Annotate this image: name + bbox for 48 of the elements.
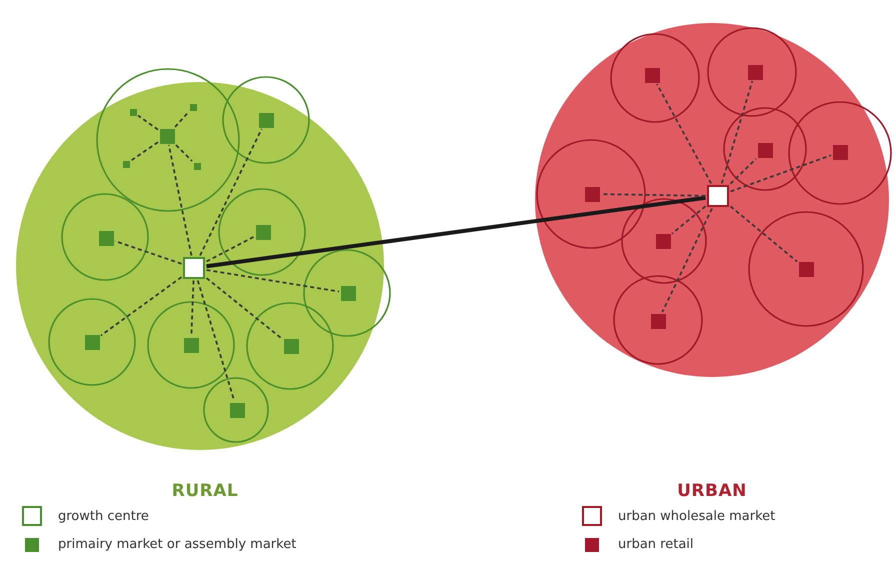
legend-label: growth centre [58, 508, 149, 524]
connector-line [730, 206, 798, 262]
connector-line [600, 193, 706, 197]
catchment-circle [788, 101, 892, 205]
catchment-circle [96, 68, 240, 212]
catchment-circle [613, 275, 703, 365]
catchment-circle [536, 139, 646, 249]
connector-line [196, 280, 236, 402]
catchment-circle [61, 193, 149, 281]
connector-line [720, 80, 754, 184]
connector-line [662, 208, 713, 312]
connector-line [730, 158, 757, 184]
legend-heading: URBAN [677, 481, 747, 501]
connector-line [199, 128, 262, 256]
legend-label: urban retail [618, 537, 694, 552]
legend-heading: RURAL [172, 481, 238, 501]
connector-line [206, 236, 254, 262]
connector-line [206, 269, 340, 292]
legend-label: urban wholesale market [618, 508, 776, 524]
connector-line [190, 280, 194, 336]
catchment-circle [222, 76, 310, 164]
connector-line [100, 276, 182, 336]
catchment-circle [218, 188, 306, 276]
connector-line [656, 84, 712, 184]
connector-line [174, 111, 190, 128]
catchment-circle [610, 33, 700, 123]
catchment-circle [147, 301, 235, 389]
connector-line [137, 114, 159, 130]
catchment-circle [203, 377, 269, 443]
link-line [206, 196, 706, 268]
catchment-circle [48, 298, 136, 386]
connector-line [206, 277, 283, 340]
legend-label: primairy market or assembly market [58, 537, 296, 552]
catchment-circle [303, 249, 391, 337]
catchment-circle [723, 107, 807, 191]
connector-line [175, 144, 193, 162]
catchment-circle [621, 198, 707, 284]
central-market-marker [183, 257, 205, 279]
connector-line [671, 206, 706, 234]
region-circle [535, 23, 889, 377]
connector-line [168, 144, 192, 256]
catchment-circle [246, 302, 334, 390]
connector-line [114, 240, 182, 265]
central-market-marker [707, 185, 729, 207]
connector-line [130, 141, 158, 162]
connector-line [730, 154, 832, 192]
catchment-circle [748, 211, 864, 327]
catchment-circle [707, 27, 797, 117]
